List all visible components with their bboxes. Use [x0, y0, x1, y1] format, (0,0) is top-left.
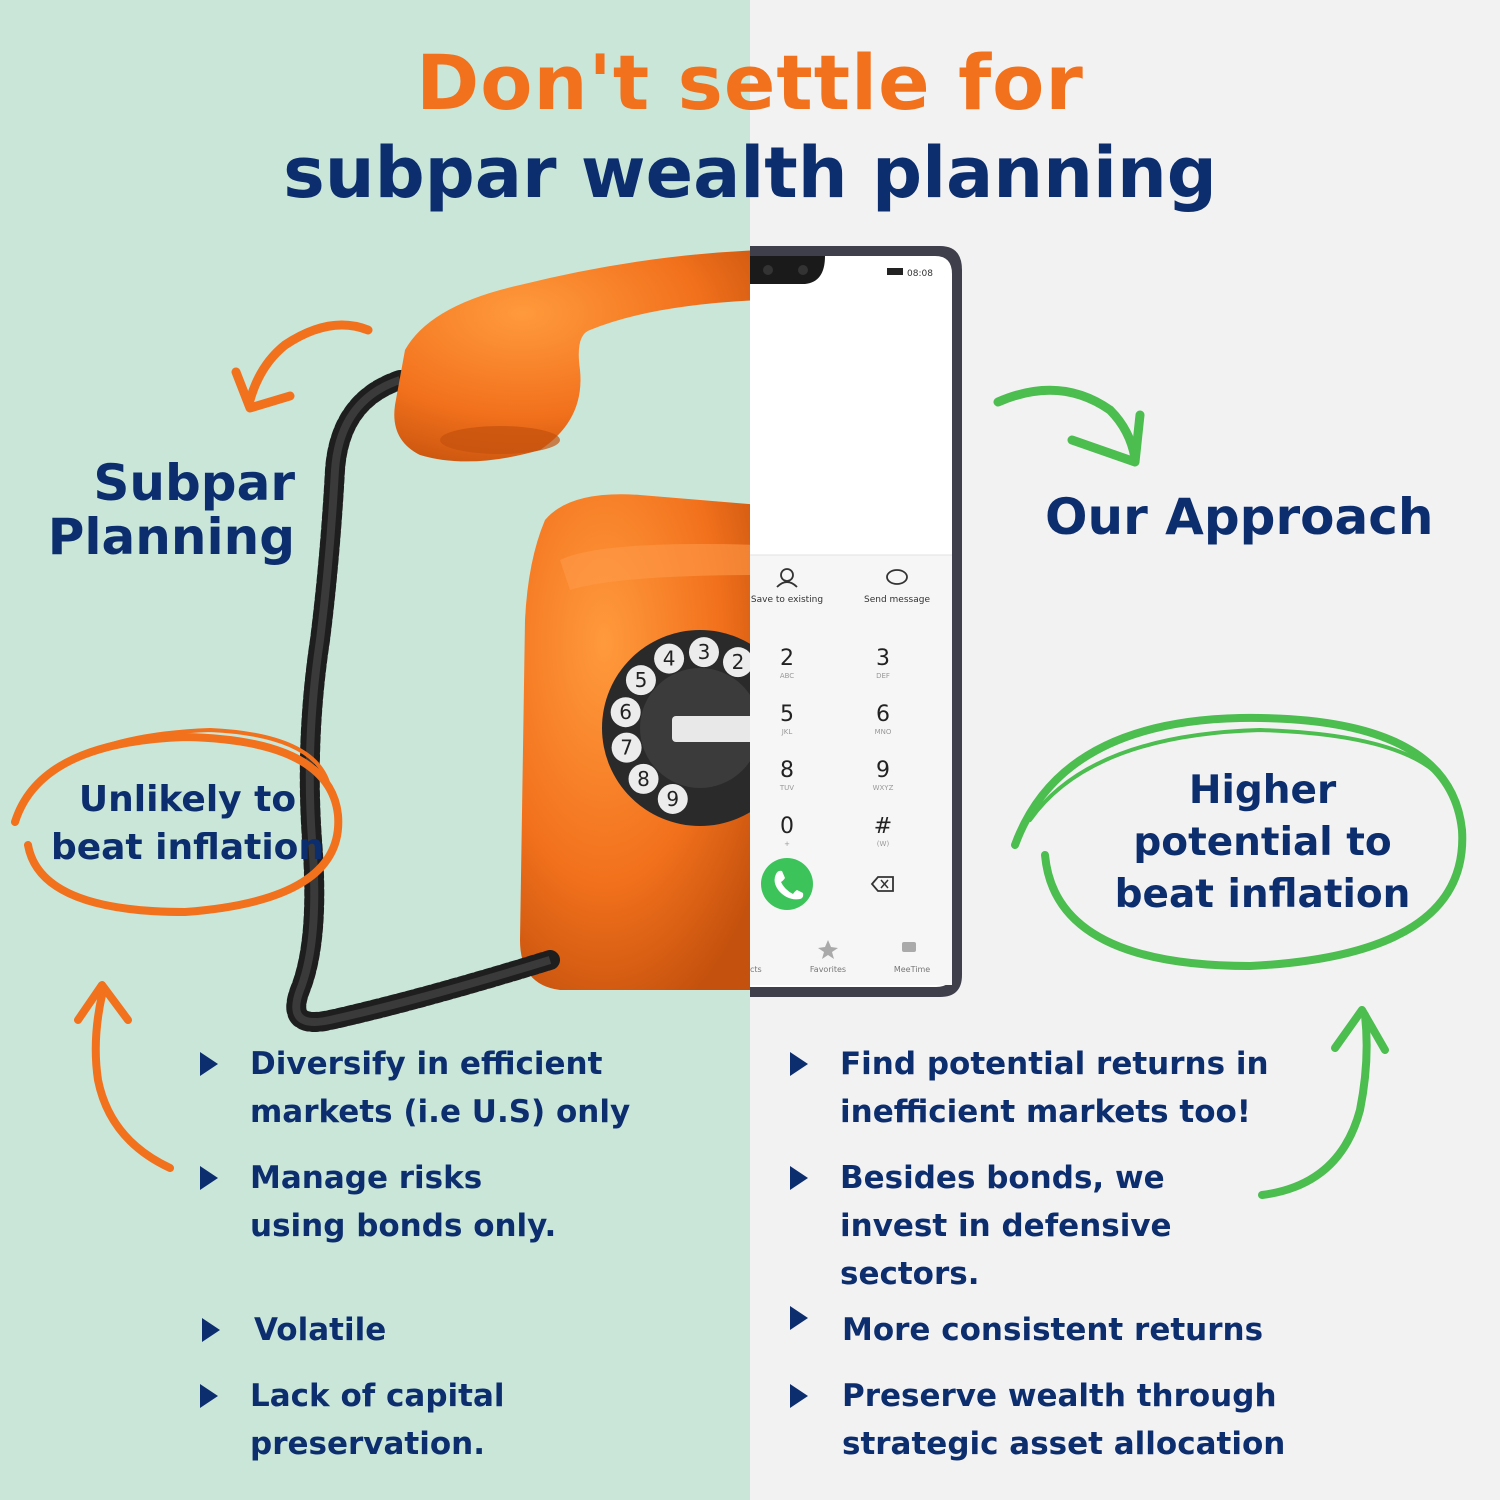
keypad-letters: MNO	[875, 728, 892, 736]
phone-handset-icon	[774, 870, 804, 900]
keypad-letters: +	[784, 840, 790, 848]
subpar-planning-heading: Subpar Planning	[47, 454, 295, 566]
dial-digit: 2	[732, 650, 745, 674]
phone-status-time: 08:08	[907, 269, 933, 279]
bullet-triangle-icon	[200, 1052, 218, 1076]
dial-digit: 4	[663, 647, 676, 671]
title-line-1: Don't settle for	[416, 38, 1084, 127]
bullet-triangle-icon	[790, 1166, 808, 1190]
send-message-label: Send message	[864, 595, 930, 605]
keypad-letters: WXYZ	[873, 784, 894, 792]
keypad-digit: 9	[876, 758, 890, 783]
orange-oval	[11, 727, 343, 917]
dial-hole	[723, 647, 750, 678]
keypad-digit: 6	[876, 702, 890, 727]
bullet-triangle-icon	[790, 1384, 808, 1408]
rotary-handset	[394, 250, 750, 462]
backspace-icon	[870, 876, 894, 892]
person-icon	[780, 568, 794, 582]
dial-digit: 7	[620, 736, 633, 760]
call-button	[761, 858, 813, 910]
orange-arrow-top	[245, 320, 373, 405]
left-oval-text: Unlikely to beat inflation	[50, 779, 325, 868]
bullet-triangle-icon	[200, 1166, 218, 1190]
keypad-letters: TUV	[779, 784, 794, 792]
our-approach-heading: Our Approach	[1045, 488, 1434, 546]
green-arrow-bottom	[1258, 1011, 1371, 1199]
keypad-letters: (W)	[877, 840, 890, 848]
title-line-2: subpar wealth planning	[283, 132, 1217, 214]
keypad-digit: 2	[780, 646, 794, 671]
meetime-icon	[902, 942, 916, 952]
dial-digit: 3	[698, 640, 711, 664]
dial-hole	[654, 643, 685, 674]
dial-hole	[628, 763, 659, 794]
message-icon	[886, 569, 908, 585]
smartphone-image: 08:08 Save to existing Send message 2ABC…	[750, 246, 962, 997]
keypad-digit: 8	[780, 758, 794, 783]
keypad-digit: 5	[780, 702, 794, 727]
dial-hole	[625, 665, 656, 696]
dial-hole	[657, 783, 688, 814]
dial-hole	[611, 732, 642, 763]
keypad-letters: DEF	[876, 672, 890, 680]
green-arrow-top	[993, 385, 1140, 463]
keypad-digit: 3	[876, 646, 890, 671]
keypad-letters: JKL	[781, 728, 793, 736]
dial-digit: 8	[637, 767, 650, 791]
keypad-digit: #	[874, 814, 892, 839]
tab-favorites-label: Favorites	[810, 965, 846, 974]
dial-hole	[610, 697, 641, 728]
favorites-star-icon	[818, 940, 838, 959]
bullet-triangle-icon	[790, 1306, 808, 1330]
bullet-triangle-icon	[790, 1052, 808, 1076]
save-to-existing-label: Save to existing	[751, 595, 823, 605]
dial-digit: 9	[666, 787, 679, 811]
dial-digit: 5	[635, 668, 648, 692]
dial-hole	[688, 637, 719, 668]
bullet-triangle-icon	[202, 1318, 220, 1342]
tab-contacts-label: cts	[750, 965, 762, 974]
dial-digit: 6	[619, 700, 632, 724]
keypad-digit: 0	[780, 814, 794, 839]
tab-meetime-label: MeeTime	[894, 965, 930, 974]
keypad-letters: ABC	[780, 672, 794, 680]
green-oval	[1011, 713, 1467, 971]
orange-arrow-bottom	[91, 991, 174, 1172]
right-oval-text: Higher potential to beat inflation	[1114, 768, 1411, 917]
bullet-triangle-icon	[200, 1384, 218, 1408]
